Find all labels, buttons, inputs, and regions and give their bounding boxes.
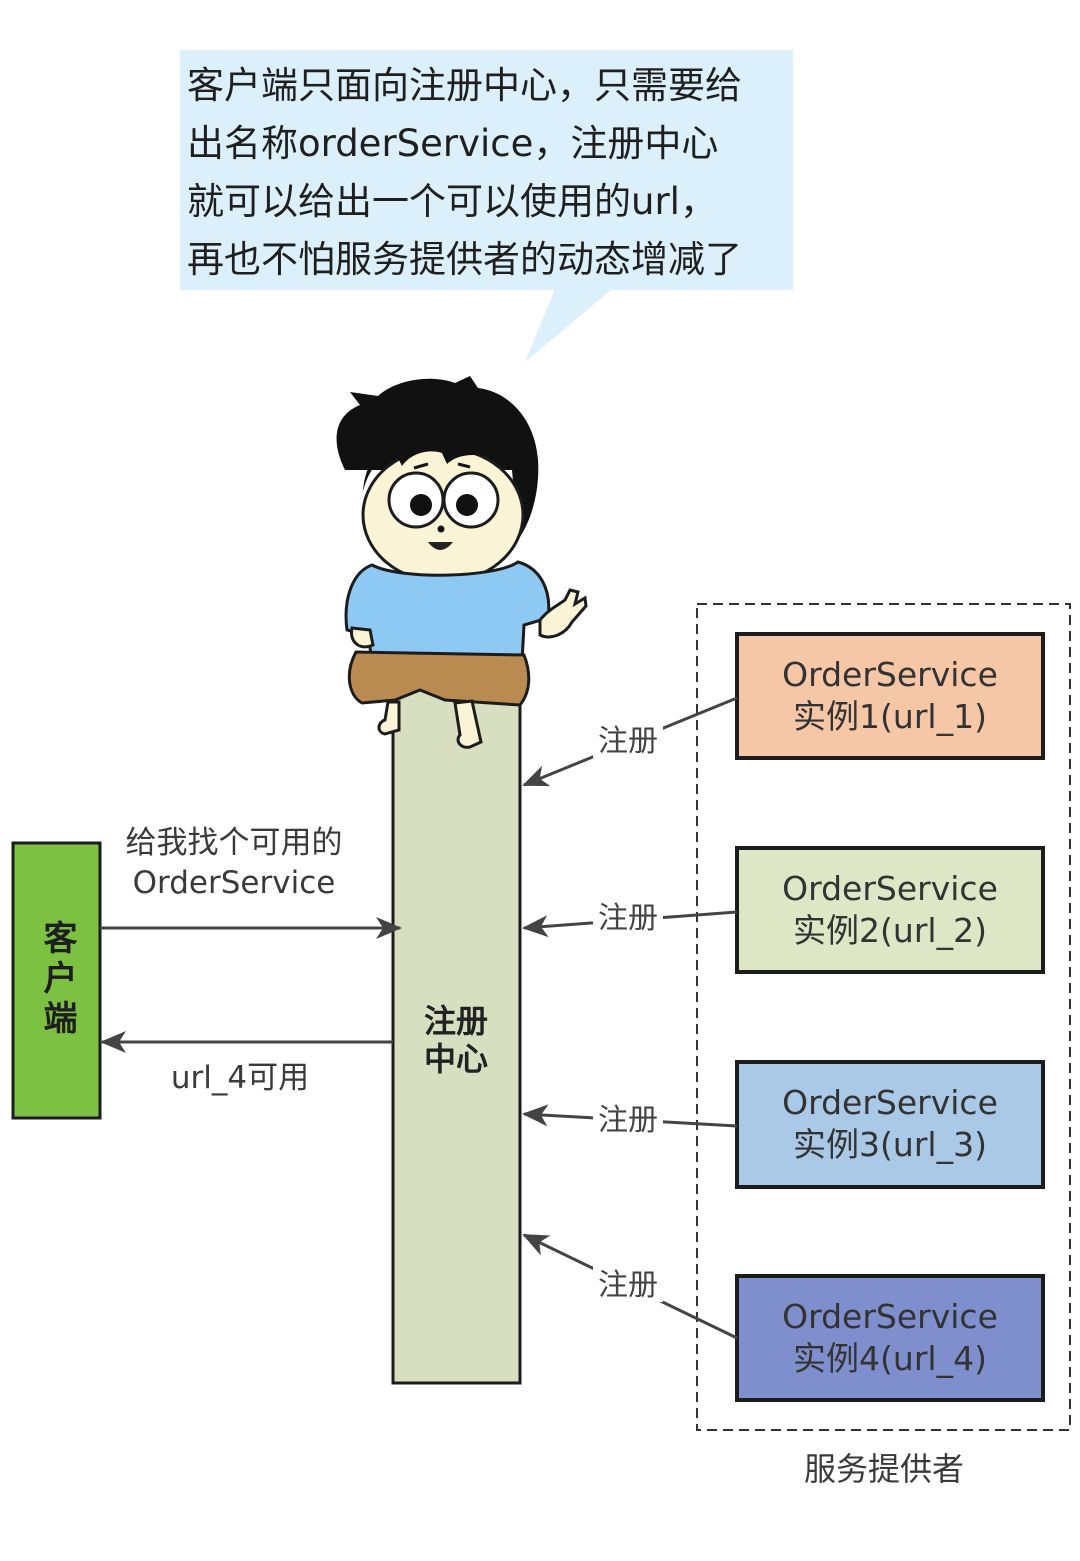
instance-title: OrderService	[782, 655, 998, 694]
character-pupil-left	[410, 494, 432, 516]
registry-pillar	[391, 688, 522, 1385]
register-label: 注册	[598, 1103, 658, 1138]
speech-bubble-tail	[525, 289, 612, 362]
character-waving-hand	[538, 588, 588, 639]
response-arrow: url_4可用	[100, 1031, 393, 1096]
register-label: 注册	[598, 901, 658, 936]
register-arrow-3: 注册	[522, 1099, 738, 1138]
speech-line-1: 客户端只面向注册中心，只需要给	[187, 64, 742, 107]
providers-label: 服务提供者	[804, 1450, 964, 1488]
cartoon-character	[336, 376, 588, 749]
register-arrow-4: 注册	[522, 1233, 738, 1340]
speech-line-3: 就可以给出一个可以使用的url，	[187, 180, 717, 223]
register-label-bg	[593, 1264, 663, 1302]
character-eyebrow-right	[457, 462, 471, 469]
providers-dashed-border	[696, 603, 1071, 1431]
instance-box	[735, 846, 1045, 974]
register-label-bg	[593, 720, 663, 758]
request-label-line-2: OrderService	[133, 865, 336, 901]
character-left-hand	[350, 626, 375, 649]
request-arrow: 给我找个可用的 OrderService	[100, 825, 402, 939]
instance-box	[735, 632, 1045, 760]
response-label: url_4可用	[171, 1060, 309, 1096]
instance-4: OrderService 实例4(url_4)	[735, 1274, 1045, 1402]
instance-box	[735, 1274, 1045, 1402]
speech-line-2: 出名称orderService，注册中心	[187, 122, 718, 165]
instance-3: OrderService 实例3(url_3)	[735, 1060, 1045, 1189]
character-pupil-right	[456, 494, 478, 516]
character-leg-right	[453, 699, 483, 749]
registry-label-line-2: 中心	[424, 1040, 488, 1078]
register-label-bg	[593, 897, 663, 935]
client-box	[11, 841, 102, 1120]
instance-title: OrderService	[782, 869, 998, 908]
speech-line-4: 再也不怕服务提供者的动态增减了	[187, 238, 742, 281]
instance-title: OrderService	[782, 1297, 998, 1336]
character-leg-left	[377, 700, 401, 736]
instance-subtitle: 实例4(url_4)	[793, 1339, 987, 1378]
client-label-container: 客户端	[37, 920, 77, 1040]
instance-1: OrderService 实例1(url_1)	[735, 632, 1045, 760]
register-label: 注册	[598, 724, 658, 759]
registry-label-line-1: 注册	[424, 1002, 488, 1040]
register-label-bg	[593, 1099, 663, 1137]
client-label: 客户端	[37, 920, 77, 1040]
instance-subtitle: 实例3(url_3)	[793, 1125, 987, 1164]
instance-title: OrderService	[782, 1083, 998, 1122]
character-nose	[437, 525, 445, 533]
request-label-line-1: 给我找个可用的	[126, 825, 343, 861]
character-shorts	[347, 650, 531, 707]
speech-bubble-body	[180, 50, 793, 290]
register-label: 注册	[598, 1268, 658, 1303]
registry-center: 注册 中心	[391, 688, 522, 1385]
character-face	[361, 446, 525, 584]
instance-2: OrderService 实例2(url_2)	[735, 846, 1045, 974]
instance-subtitle: 实例2(url_2)	[793, 911, 987, 950]
character-eyebrow-left	[413, 462, 429, 470]
character-shirt	[344, 560, 551, 664]
character-hair-fringe	[363, 423, 521, 492]
client: 客户端	[11, 841, 102, 1120]
speech-bubble: 客户端只面向注册中心，只需要给 出名称orderService，注册中心 就可以…	[180, 50, 793, 362]
register-arrow-1: 注册	[522, 696, 738, 787]
service-providers: 服务提供者 OrderService 实例1(url_1) OrderServi…	[696, 603, 1071, 1488]
register-arrow-2: 注册	[522, 897, 738, 938]
instance-subtitle: 实例1(url_1)	[793, 697, 987, 736]
character-mouth	[428, 542, 453, 550]
